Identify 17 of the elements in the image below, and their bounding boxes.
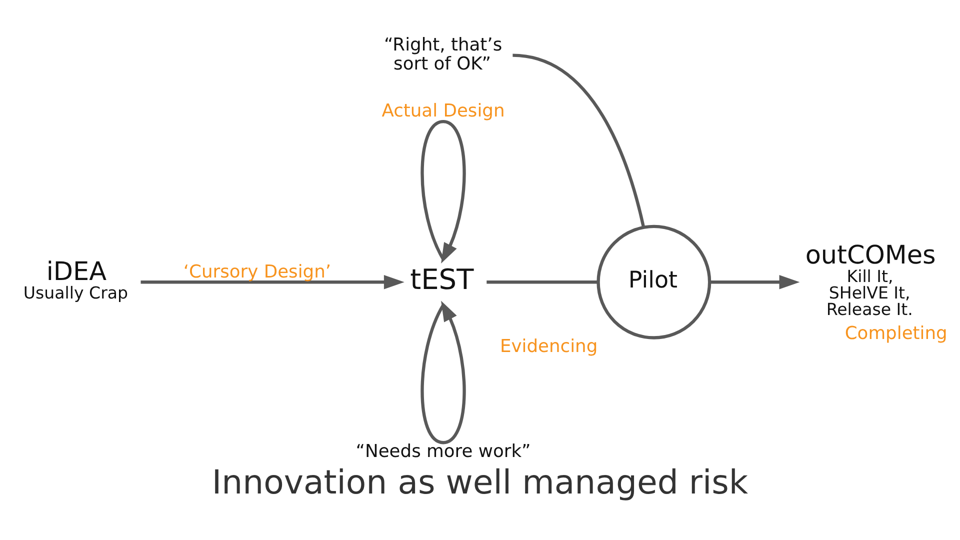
- edge-label: Actual Design: [382, 100, 505, 122]
- arrow: [420, 120, 466, 264]
- arrow: [420, 300, 466, 444]
- connector: [486, 280, 598, 284]
- arrow: [710, 274, 800, 290]
- node-label: Evidencing: [500, 336, 598, 358]
- edge-label: ‘Cursory Design’: [183, 261, 332, 282]
- node-text: “Right, that’s sort of OK”: [384, 34, 502, 75]
- diagram-title: Innovation as well managed risk: [212, 462, 748, 502]
- node-text: iDEA Usually Crap: [23, 257, 128, 303]
- node-circle: Pilot: [596, 224, 712, 340]
- arrow: [140, 274, 404, 290]
- edge-label: “Needs more work”: [356, 440, 531, 462]
- node-text: tEST: [410, 263, 474, 296]
- connector: [512, 54, 646, 228]
- node-text: outCOMes Kill It, SHelVE It, Release It.: [805, 240, 936, 320]
- node-label: Completing: [844, 323, 948, 344]
